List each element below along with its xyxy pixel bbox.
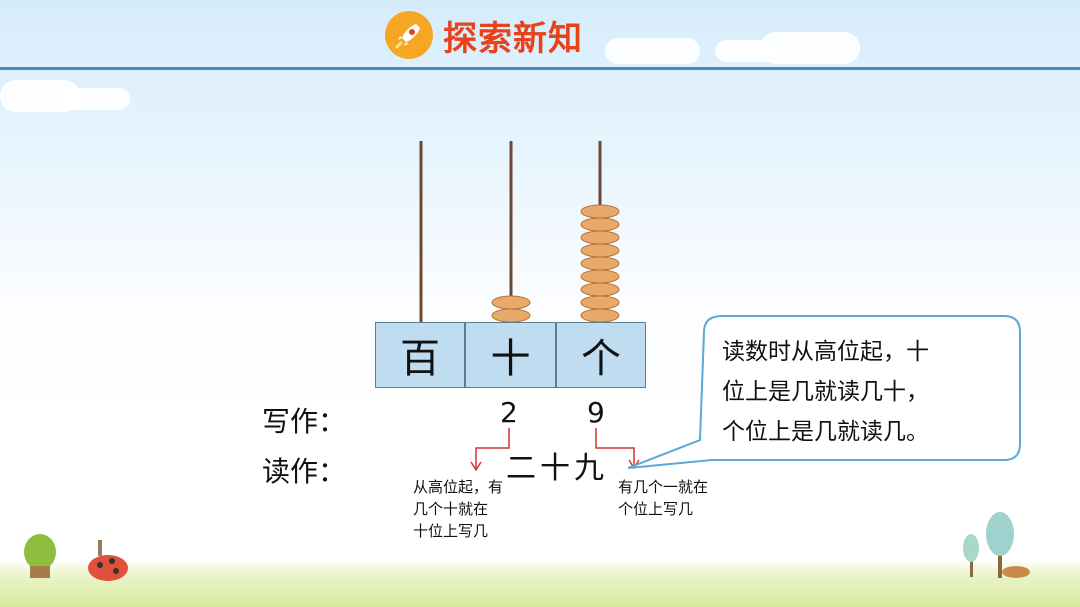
beads [491, 204, 620, 323]
tree-right [963, 512, 1030, 578]
tens-digit: 2 [500, 396, 518, 429]
cloud [60, 88, 130, 110]
read-number: 二十九 [506, 451, 608, 486]
place-hundreds: 百 [375, 322, 465, 388]
cloud [605, 38, 700, 64]
ones-note: 有几个一就在 个位上写几 [618, 476, 708, 520]
page-header: 探索新知 [385, 10, 583, 60]
bubble-line: 位上是几就读几十， [722, 379, 929, 405]
tens-arrow [475, 428, 510, 468]
ones-arrow [595, 428, 635, 466]
read-label: 读作： [262, 455, 347, 488]
abacus-bead [491, 295, 531, 310]
bubble-text: 读数时从高位起，十 位上是几就读几十， 个位上是几就读几。 [722, 332, 1012, 452]
header-divider [0, 67, 1080, 70]
ladybug [88, 540, 128, 581]
cloud [760, 32, 860, 64]
page-title: 探索新知 [443, 18, 583, 59]
abacus-bead [580, 204, 620, 219]
ones-note-line: 有几个一就在 [618, 478, 709, 496]
tens-note-line: 从高位起，有 [413, 478, 504, 496]
place-ones: 个 [556, 322, 646, 388]
tens-arrow-head [470, 461, 482, 472]
write-label: 写作： [262, 405, 347, 438]
rocket-icon [385, 11, 433, 59]
place-tens: 十 [465, 322, 556, 388]
tens-note: 从高位起，有 几个十就在 十位上写几 [413, 476, 503, 542]
tree-left [24, 534, 56, 578]
ones-digit: 9 [587, 396, 605, 429]
tens-note-line: 几个十就在 [413, 500, 489, 518]
bubble-line: 读数时从高位起，十 [722, 339, 929, 365]
ones-note-line: 个位上写几 [618, 500, 694, 518]
speech-bubble [627, 315, 1021, 469]
tens-note-line: 十位上写几 [413, 522, 489, 540]
bubble-line: 个位上是几就读几。 [722, 419, 929, 445]
abacus [419, 141, 620, 323]
